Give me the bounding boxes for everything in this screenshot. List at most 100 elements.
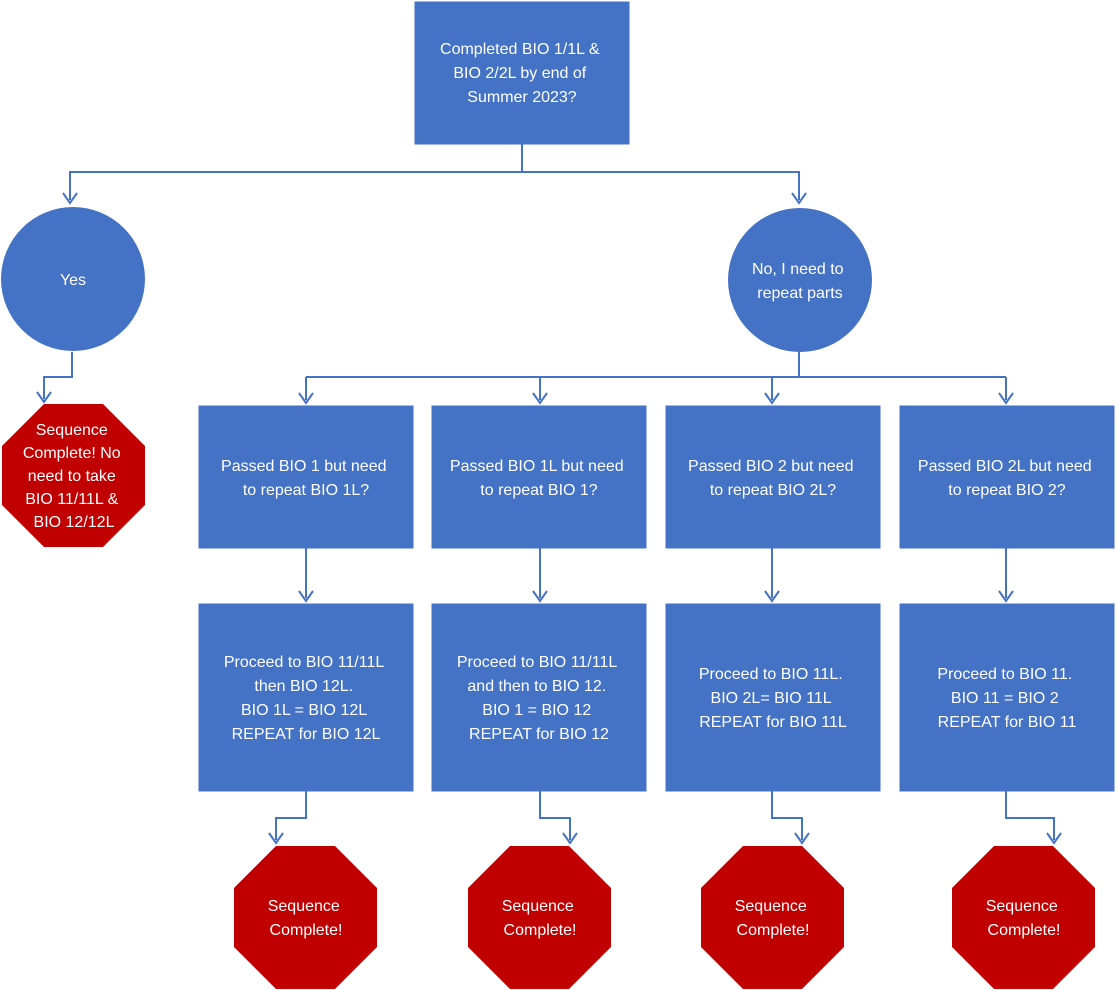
yes-line-1: Yes xyxy=(60,272,86,289)
no-line-2: repeat parts xyxy=(757,285,842,302)
node-s2: Sequence Complete! xyxy=(468,846,611,989)
arrowhead-stop-yes xyxy=(36,391,52,404)
node-yes: Yes xyxy=(1,207,145,351)
no-circle xyxy=(728,208,872,352)
start-line-3: Summer 2023? xyxy=(467,89,576,106)
arrowhead-a3 xyxy=(764,590,780,603)
arrowhead-q2 xyxy=(532,392,548,405)
a3-box xyxy=(665,603,881,792)
node-s4: Sequence Complete! xyxy=(952,846,1095,989)
arrowhead-a2 xyxy=(532,590,548,603)
arrowhead-q1 xyxy=(298,392,314,405)
stop-yes-line-4: BIO 11/11L & xyxy=(25,491,118,508)
q4-box xyxy=(899,405,1115,549)
no-label: No, I need to repeat parts xyxy=(752,261,848,302)
stop-yes-label: Sequence Complete! No need to take BIO 1… xyxy=(23,422,125,531)
a2-box xyxy=(431,603,647,792)
a4-line-1: Proceed to BIO 11. xyxy=(937,666,1072,683)
q2-line-2: to repeat BIO 1? xyxy=(480,482,598,499)
yes-circle xyxy=(1,207,145,351)
stop-yes-line-5: BIO 12/12L xyxy=(34,514,115,531)
a4-box xyxy=(899,603,1115,792)
q1-box xyxy=(198,405,414,549)
a2-line-2: and then to BIO 12. xyxy=(467,678,606,695)
arrowhead-no xyxy=(791,192,807,205)
a1-line-2: then BIO 12L. xyxy=(254,678,353,695)
q4-line-1: Passed BIO 2L but need xyxy=(918,458,1092,475)
s2-octagon xyxy=(468,846,611,989)
node-a4: Proceed to BIO 11. BIO 11 = BIO 2 REPEAT… xyxy=(899,603,1115,792)
a4-line-3: REPEAT for BIO 11 xyxy=(938,714,1077,731)
start-box xyxy=(414,1,630,145)
stop-yes-line-3: need to take xyxy=(28,468,116,485)
arrowhead-q4 xyxy=(998,392,1014,405)
node-s1: Sequence Complete! xyxy=(234,846,377,989)
s3-octagon xyxy=(701,846,844,989)
a3-label: Proceed to BIO 11L. BIO 2L= BIO 11L REPE… xyxy=(699,666,847,731)
q2-box xyxy=(431,405,647,549)
q3-box xyxy=(665,405,881,549)
a2-label: Proceed to BIO 11/11L and then to BIO 12… xyxy=(457,654,621,743)
connectors xyxy=(36,144,1062,845)
q3-line-1: Passed BIO 2 but need xyxy=(688,458,853,475)
s1-label: Sequence Complete! xyxy=(268,898,345,939)
q4-line-2: to repeat BIO 2? xyxy=(948,482,1066,499)
connector-start-to-no xyxy=(522,171,800,200)
node-q4: Passed BIO 2L but need to repeat BIO 2? xyxy=(899,405,1115,549)
a3-line-1: Proceed to BIO 11L. xyxy=(699,666,843,683)
node-q2: Passed BIO 1L but need to repeat BIO 1? xyxy=(431,405,647,549)
node-stop-yes: Sequence Complete! No need to take BIO 1… xyxy=(2,404,145,547)
s4-label: Sequence Complete! xyxy=(986,898,1063,939)
arrowhead-q3 xyxy=(764,392,780,405)
s1-octagon xyxy=(234,846,377,989)
arrowhead-a4 xyxy=(998,590,1014,603)
s4-line-1: Sequence xyxy=(986,898,1058,915)
start-line-1: Completed BIO 1/1L & xyxy=(440,41,600,58)
a1-label: Proceed to BIO 11/11L then BIO 12L. BIO … xyxy=(224,654,388,743)
arrowhead-s1 xyxy=(268,832,284,845)
stop-yes-line-1: Sequence xyxy=(36,422,108,439)
node-start: Completed BIO 1/1L & BIO 2/2L by end of … xyxy=(414,1,630,145)
arrowhead-s4 xyxy=(1046,832,1062,845)
s4-octagon xyxy=(952,846,1095,989)
node-no: No, I need to repeat parts xyxy=(728,208,872,352)
stop-yes-octagon xyxy=(2,404,145,547)
a2-line-4: REPEAT for BIO 12 xyxy=(469,726,609,743)
a3-line-3: REPEAT for BIO 11L xyxy=(699,714,847,731)
s4-line-2: Complete! xyxy=(988,922,1061,939)
s1-line-2: Complete! xyxy=(270,922,343,939)
a4-line-2: BIO 11 = BIO 2 xyxy=(951,690,1059,707)
a2-line-3: BIO 1 = BIO 12 xyxy=(482,702,591,719)
start-label: Completed BIO 1/1L & BIO 2/2L by end of … xyxy=(440,41,604,106)
arrowhead-s2 xyxy=(562,832,578,845)
a1-line-1: Proceed to BIO 11/11L xyxy=(224,654,385,671)
s2-label: Sequence Complete! xyxy=(502,898,579,939)
a2-line-1: Proceed to BIO 11/11L xyxy=(457,654,618,671)
q1-line-1: Passed BIO 1 but need xyxy=(221,458,386,475)
arrowhead-a1 xyxy=(298,590,314,603)
connector-a2-to-s2 xyxy=(539,791,571,840)
connector-a3-to-s3 xyxy=(771,791,803,840)
s3-line-2: Complete! xyxy=(737,922,810,939)
s3-label: Sequence Complete! xyxy=(735,898,812,939)
q3-label: Passed BIO 2 but need to repeat BIO 2L? xyxy=(688,458,858,499)
a1-line-4: REPEAT for BIO 12L xyxy=(232,726,381,743)
a4-label: Proceed to BIO 11. BIO 11 = BIO 2 REPEAT… xyxy=(937,666,1076,731)
q1-label: Passed BIO 1 but need to repeat BIO 1L? xyxy=(221,458,391,499)
q3-line-2: to repeat BIO 2L? xyxy=(710,482,836,499)
start-line-2: BIO 2/2L by end of xyxy=(453,65,586,82)
s1-line-1: Sequence xyxy=(268,898,340,915)
node-s3: Sequence Complete! xyxy=(701,846,844,989)
connector-a1-to-s1 xyxy=(275,791,307,840)
node-a2: Proceed to BIO 11/11L and then to BIO 12… xyxy=(431,603,647,792)
arrowhead-yes xyxy=(62,192,78,205)
node-q1: Passed BIO 1 but need to repeat BIO 1L? xyxy=(198,405,414,549)
a1-line-3: BIO 1L = BIO 12L xyxy=(241,702,367,719)
node-a1: Proceed to BIO 11/11L then BIO 12L. BIO … xyxy=(198,603,414,792)
connector-start-to-yes xyxy=(69,144,523,200)
a3-line-2: BIO 2L= BIO 11L xyxy=(711,690,832,707)
node-a3: Proceed to BIO 11L. BIO 2L= BIO 11L REPE… xyxy=(665,603,881,792)
node-q3: Passed BIO 2 but need to repeat BIO 2L? xyxy=(665,405,881,549)
s3-line-1: Sequence xyxy=(735,898,807,915)
